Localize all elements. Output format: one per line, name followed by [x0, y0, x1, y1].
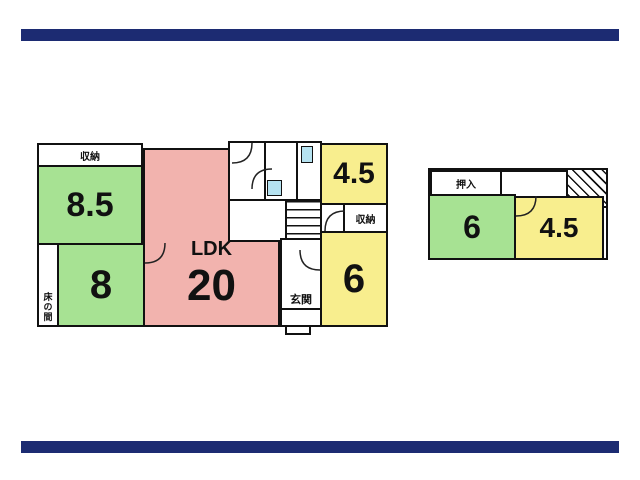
f1-ldk-size: 20 — [187, 261, 236, 310]
f1-closet-right-label: 収納 — [355, 214, 376, 226]
f1-tokonoma-label: 床の間 — [42, 292, 53, 322]
f1-room-4-5: 4.5 — [320, 143, 388, 205]
top-border-bar — [21, 29, 619, 41]
f1-tokonoma: 床の間 — [37, 243, 59, 327]
bottom-border-bar — [21, 441, 619, 453]
f1-room-6-size: 6 — [342, 257, 366, 301]
f1-room-4-5-size: 4.5 — [333, 157, 375, 190]
f1-room-8-5: 8.5 — [37, 165, 143, 245]
f1-bath-wall-1 — [264, 141, 266, 201]
f2-room-4-5-size: 4.5 — [539, 212, 579, 243]
f1-room-8: 8 — [57, 243, 145, 327]
f2-room-6: 6 — [428, 194, 516, 260]
f1-washbasin — [267, 180, 282, 196]
f2-room-4-5: 4.5 — [514, 196, 604, 260]
f1-room-8-size: 8 — [89, 263, 113, 307]
f1-room-6: 6 — [320, 231, 388, 327]
f2-oshiire-label: 押入 — [456, 179, 476, 191]
f1-genkan-label: 玄関 — [290, 294, 312, 306]
f1-genkan: 玄関 — [280, 238, 322, 327]
f1-genkan-step — [282, 308, 320, 310]
f1-staircase — [285, 201, 322, 242]
f1-ldk-label: LDK — [190, 238, 233, 260]
f1-bath-wall-3 — [228, 199, 322, 201]
f1-closet-top: 収納 — [37, 143, 143, 167]
f1-room-8-5-size: 8.5 — [66, 186, 114, 224]
f2-room-6-size: 6 — [463, 209, 481, 245]
f2-oshiire: 押入 — [430, 170, 502, 196]
f1-porch — [285, 325, 311, 335]
f1-closet-right: 収納 — [343, 203, 388, 233]
f1-bath-wall-2 — [296, 141, 298, 201]
f2-closet — [500, 170, 568, 198]
f1-ldk-label-stack: LDK 20 — [143, 238, 280, 308]
f1-toilet — [301, 146, 313, 163]
f1-closet-top-label: 収納 — [80, 151, 100, 163]
door-arc — [324, 210, 346, 232]
